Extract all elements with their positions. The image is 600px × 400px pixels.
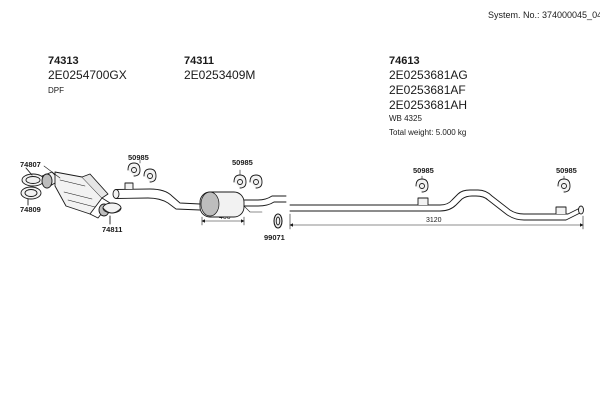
flange-clamp-74811-icon [102,202,122,225]
middle-silencer-icon [199,191,287,218]
gasket-ring-99071-icon [273,213,283,229]
group-74313-note: DPF [48,86,64,95]
callout-hanger-2: 50985 [232,158,253,167]
group-74311-number: 74311 [184,55,214,67]
dimension-3120: 3120 [426,217,442,224]
group-74311-code: 2E0253409M [184,68,256,82]
hanger-pair-1-icon [127,159,157,183]
rear-pipe-icon [289,189,584,221]
group-74613-code-3: 2E0253681AH [389,98,468,112]
dpf-unit-icon [41,165,111,219]
callout-74811: 74811 [102,225,123,234]
clamp-74807-icon [21,167,45,187]
hanger-pair-2-icon [233,169,263,189]
system-number: System. No.: 374000045_04 [488,10,600,20]
dimension-400: 400 [219,214,231,221]
group-74613-number: 74613 [389,55,420,67]
group-74613-weight: Total weight: 5.000 kg [389,128,467,137]
clamp-74809-icon [20,186,42,206]
callout-74807: 74807 [20,160,41,169]
callout-99071: 99071 [264,233,285,242]
group-74613-code-1: 2E0253681AG [389,68,468,82]
hanger-4-icon [557,175,571,193]
group-74313-code: 2E0254700GX [48,68,127,82]
group-74313-number: 74313 [48,55,79,67]
dimension-400-line [201,216,245,226]
callout-hanger-3: 50985 [413,166,434,175]
group-74613-code-2: 2E0253681AF [389,83,466,97]
callout-74809: 74809 [20,205,41,214]
hanger-3-icon [415,175,429,193]
dimension-3120-line [289,213,584,230]
group-74613-wb-note: WB 4325 [389,114,422,123]
front-pipe-icon [112,182,201,211]
callout-hanger-4: 50985 [556,166,577,175]
callout-hanger-1: 50985 [128,153,149,162]
